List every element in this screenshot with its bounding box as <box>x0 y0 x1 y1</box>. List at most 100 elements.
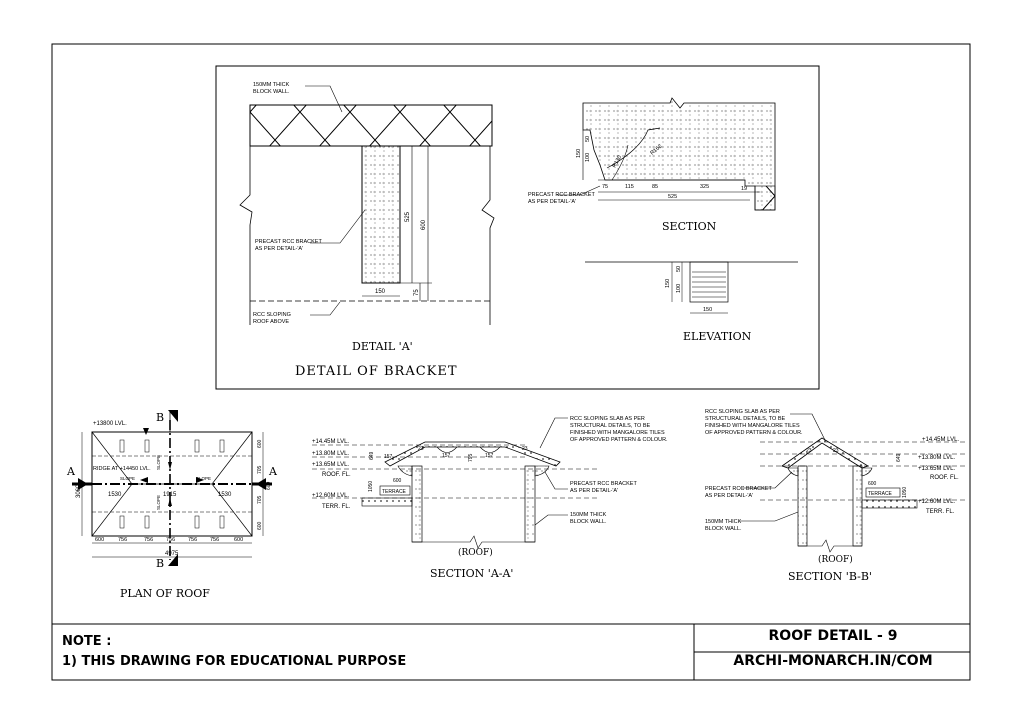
aa-terr-fl: TERR. FL. <box>322 504 351 510</box>
dim-600: 600 <box>421 219 427 230</box>
bb-roof-fl: ROOF. FL. <box>930 475 959 481</box>
bb-level-1445: +14.45M LVL. <box>922 437 959 443</box>
elev-dim-150: 150 <box>665 279 671 288</box>
plan-dim-h-1: 756 <box>118 537 127 543</box>
section-dim-115: 115 <box>625 184 634 190</box>
detail-a-label: DETAIL 'A' <box>352 340 413 353</box>
aa-dim-23-a: 23 <box>418 446 424 452</box>
bb-slab-note-1: RCC SLOPING SLAB AS PER <box>705 409 780 415</box>
section-label: SECTION <box>662 220 717 233</box>
aa-roof-fl: ROOF. FL. <box>322 472 351 478</box>
bb-terrace: TERRACE <box>868 491 893 497</box>
plan-slope-left: SLOPE <box>120 476 135 481</box>
aa-level-1365: +13.65M LVL. <box>312 462 349 468</box>
section-b-b: RCC SLOPING SLAB AS PER STRUCTURAL DETAI… <box>705 409 968 583</box>
aa-level-1260: +12.60M LVL. <box>312 493 349 499</box>
bb-slab-note-3: FINISHED WITH MANGALORE TILES <box>705 423 800 429</box>
section-dim-50: 50 <box>585 136 591 142</box>
plan-dim-h-2: 756 <box>144 537 153 543</box>
wall-note-line1: 150MM THICK <box>253 82 290 88</box>
section-dim-75: 75 <box>602 184 608 190</box>
bracket-note-line2: AS PER DETAIL-'A' <box>255 246 303 252</box>
plan-dim-h-4: 756 <box>188 537 197 543</box>
elev-dim-100: 100 <box>676 284 682 293</box>
plan-dim-3060: 3060 <box>76 484 82 498</box>
aa-slab-note-2: STRUCTURAL DETAILS, TO BE <box>570 423 651 429</box>
plan-slope-top: SLOPE <box>156 455 161 470</box>
plan-dim-v-4: 600 <box>257 521 263 530</box>
plan-dim-v-3: 705 <box>257 495 263 504</box>
detail-of-bracket-panel: 150MM THICK BLOCK WALL. PRECAST RCC BRAC… <box>215 65 820 390</box>
section-a-a: +14.45M LVL. +13.80M LVL. +13.65M LVL. R… <box>312 416 668 580</box>
aa-level-1380: +13.80M LVL. <box>312 451 349 457</box>
bb-level-1260: +12.60M LVL. <box>918 499 955 505</box>
aa-dim-649: 649 <box>369 451 375 460</box>
note-title: NOTE : <box>62 634 112 649</box>
bb-wall-note-2: BLOCK WALL. <box>705 526 742 532</box>
elev-dim-150-w: 150 <box>703 307 712 313</box>
aa-slab-note-1: RCC SLOPING SLAB AS PER <box>570 416 645 422</box>
bb-bracket-note-2: AS PER DETAIL-'A' <box>705 493 753 499</box>
elevation-label: ELEVATION <box>683 330 752 343</box>
note-line: 1) THIS DRAWING FOR EDUCATIONAL PURPOSE <box>62 654 407 669</box>
plan-of-roof: +13800 LVL. RIDGE AT +14450 LVL. SLOPE S… <box>66 410 278 600</box>
plan-dim-total: 4975 <box>165 551 179 557</box>
plan-marker-a-right: A <box>268 465 278 478</box>
bb-terr-fl: TERR. FL. <box>926 509 955 515</box>
plan-of-roof-label: PLAN OF ROOF <box>120 587 210 600</box>
plan-dim-1915: 1915 <box>163 492 177 498</box>
plan-level-top: +13800 LVL. <box>93 421 127 427</box>
bracket-note-line1: PRECAST RCC BRACKET <box>255 239 322 245</box>
plan-slope-right: SLOPE <box>196 476 211 481</box>
roof-note-line2: ROOF ABOVE <box>253 319 289 325</box>
aa-dim-157-b: 157 <box>442 453 451 459</box>
plan-marker-b-bottom: B <box>156 557 164 570</box>
bb-slab-note-2: STRUCTURAL DETAILS, TO BE <box>705 416 786 422</box>
precast-bracket <box>361 145 401 284</box>
dim-75: 75 <box>414 289 420 296</box>
section-bracket-note-2: AS PER DETAIL-'A' <box>528 199 576 205</box>
bb-dim-23-b: 23 <box>833 448 839 454</box>
wall-note-line2: BLOCK WALL. <box>253 89 290 95</box>
plan-dim-h-6: 600 <box>234 537 243 543</box>
aa-terrace: TERRACE <box>382 489 407 495</box>
section-bb-label: SECTION 'B-B' <box>788 570 872 583</box>
bb-dim-1050: 1050 <box>902 487 908 498</box>
aa-slab-note-4: OF APPROVED PATTERN & COLOUR. <box>570 437 668 443</box>
bb-sub-label: (ROOF) <box>818 554 853 565</box>
site-name: ARCHI-MONARCH.IN/COM <box>733 653 933 669</box>
sheet-border <box>51 43 971 681</box>
plan-dim-h-5: 756 <box>210 537 219 543</box>
aa-sub-label: (ROOF) <box>458 547 493 558</box>
aa-wall-note-2: BLOCK WALL. <box>570 519 607 525</box>
detail-of-bracket-title: DETAIL OF BRACKET <box>295 364 458 379</box>
bracket-section: 150 50 100 75 115 85 325 525 19 R130 R16… <box>528 97 776 233</box>
plan-dim-v-2: 600 <box>266 481 272 490</box>
aa-dim-600: 600 <box>393 478 402 484</box>
block-wall <box>249 104 493 147</box>
roof-note-line1: RCC SLOPING <box>253 312 291 318</box>
section-aa-label: SECTION 'A-A' <box>430 567 513 580</box>
aa-dim-23-b: 23 <box>522 446 528 452</box>
aa-slab-note-3: FINISHED WITH MANGALORE TILES <box>570 430 665 436</box>
plan-marker-b-top: B <box>156 411 164 424</box>
dim-150: 150 <box>375 289 386 295</box>
section-bracket-note-1: PRECAST RCC BRACKET <box>528 192 595 198</box>
bb-bracket-note-1: PRECAST RCC BRACKET <box>705 486 772 492</box>
aa-dim-157-c: 157 <box>485 453 494 459</box>
section-radius-130: R130 <box>612 155 624 169</box>
section-dim-19: 19 <box>741 186 747 192</box>
bb-level-1380: +13.80M LVL. <box>918 455 955 461</box>
section-dim-150: 150 <box>576 149 582 158</box>
aa-dim-157-a: 157 <box>384 454 393 460</box>
plan-dim-h-3: 756 <box>166 537 175 543</box>
plan-slope-bottom: SLOPE <box>156 495 161 510</box>
drawing-title: ROOF DETAIL - 9 <box>768 628 898 644</box>
aa-wall-note-1: 150MM THICK <box>570 512 607 518</box>
aa-level-1445: +14.45M LVL. <box>312 439 349 445</box>
section-dim-525: 525 <box>668 194 677 200</box>
aa-dim-1050: 1050 <box>368 481 374 492</box>
aa-dim-795: 795 <box>468 453 474 462</box>
bb-dim-649: 649 <box>896 453 902 462</box>
